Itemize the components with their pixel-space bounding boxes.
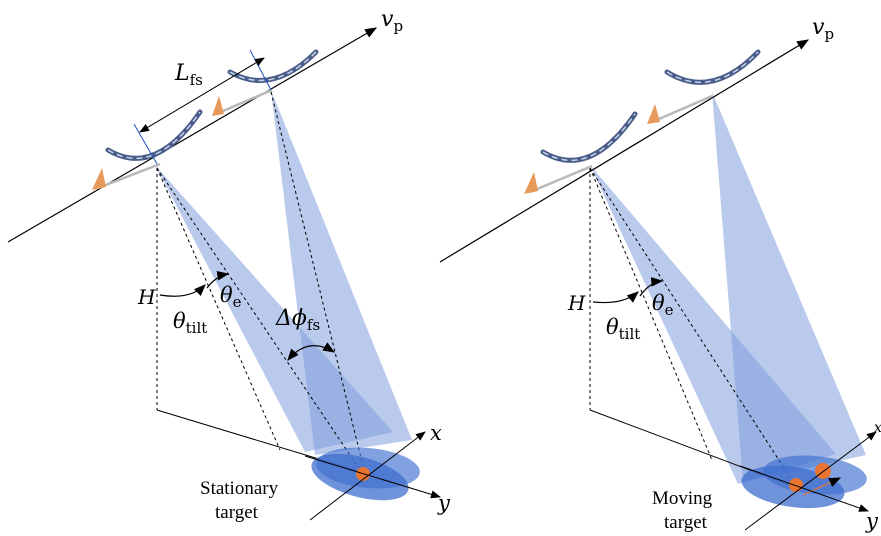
left-x-axis (309, 431, 426, 521)
right-center-line (589, 167, 796, 486)
aircraft-1-icon (92, 109, 203, 190)
right-height-label: H (567, 291, 586, 315)
delta-phi-label: Δϕfs (275, 306, 320, 334)
right-tilt-line (589, 167, 713, 461)
moving-target-start-marker (789, 478, 803, 492)
right-y-axis (739, 465, 869, 512)
left-delta-phi-arc (287, 342, 336, 361)
right-x-axis-label: x (874, 420, 881, 436)
aircraft-2-icon (212, 49, 319, 116)
right-panel: vp H θtilt θe x y Moving target (439, 15, 881, 533)
stationary-target-label-line1: Stationary (200, 478, 279, 499)
right-elevation-label: θe (652, 291, 674, 319)
lfs-tick-2 (249, 49, 272, 91)
left-center-line-2 (270, 91, 365, 471)
lfs-tick-1 (133, 123, 158, 165)
left-y-axis-label: y (437, 491, 451, 515)
right-velocity-label: vp (812, 15, 834, 43)
moving-target-end-marker (815, 463, 831, 479)
moving-target-direction (802, 477, 842, 496)
right-y-axis-label: y (865, 509, 879, 533)
left-footprint-2 (316, 447, 420, 489)
right-height-arc (592, 291, 639, 304)
left-tilt-label: θtilt (173, 309, 207, 337)
left-velocity-label: vp (381, 7, 403, 35)
aircraft-4-icon (647, 49, 761, 124)
lfs-label: Lfs (174, 61, 203, 89)
moving-target-label-line2: target (664, 512, 708, 533)
left-flight-path (7, 27, 378, 243)
left-elevation-arc (206, 271, 230, 289)
right-x-axis (744, 431, 877, 531)
right-beam-2 (712, 92, 866, 482)
left-height-arc (159, 284, 206, 297)
left-beam-2 (271, 90, 412, 455)
right-flight-path (439, 39, 810, 263)
left-x-axis-label: x (430, 421, 442, 445)
left-elevation-label: θe (220, 283, 242, 311)
left-height-label: H (137, 285, 156, 309)
left-y-axis (304, 455, 441, 499)
aircraft-3-icon (524, 111, 638, 194)
moving-target-label-line1: Moving (652, 488, 713, 509)
right-tilt-label: θtilt (606, 315, 640, 343)
lfs-dimension-arrow (139, 57, 265, 133)
right-elevation-arc (639, 277, 664, 297)
left-panel: vp Lfs H θtilt θe Δϕfs x y Stationary ta… (7, 7, 451, 523)
left-center-line-1 (156, 167, 361, 471)
stationary-target-label-line2: target (215, 502, 259, 523)
